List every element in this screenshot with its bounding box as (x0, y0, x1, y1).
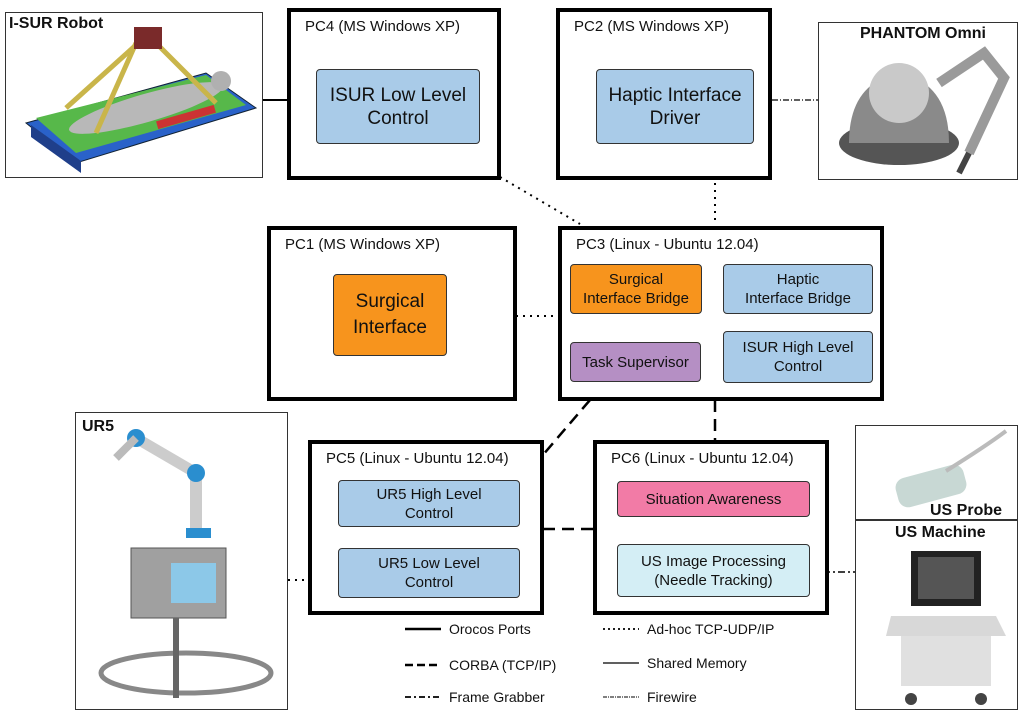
legend-corba: CORBA (TCP/IP) (405, 657, 556, 673)
isur-robot-label: I-SUR Robot (9, 15, 104, 32)
dotted-line-icon (603, 628, 639, 630)
pc5-box: PC5 (Linux - Ubuntu 12.04) UR5 High Leve… (308, 440, 544, 615)
pc2-title: PC2 (MS Windows XP) (574, 18, 730, 35)
phantom-omni-icon (839, 46, 1010, 175)
isur-robot-photo (5, 12, 263, 178)
pc4-title: PC4 (MS Windows XP) (305, 18, 461, 35)
thin-line-icon (603, 662, 639, 664)
task-supervisor: Task Supervisor (570, 342, 701, 382)
surgical-interface: Surgical Interface (333, 274, 447, 356)
pc1-box: PC1 (MS Windows XP) Surgical Interface (267, 226, 517, 401)
ur5-photo (75, 412, 288, 710)
ur5-low-level-control: UR5 Low Level Control (338, 548, 520, 598)
phantom-label: PHANTOM Omni (860, 25, 986, 42)
dash-dot-line-icon (405, 696, 441, 698)
legend-frame-grabber: Frame Grabber (405, 689, 545, 705)
legend-frame-grabber-label: Frame Grabber (449, 689, 545, 705)
pc3-title: PC3 (Linux - Ubuntu 12.04) (576, 236, 759, 253)
pc5-title: PC5 (Linux - Ubuntu 12.04) (326, 450, 509, 467)
legend-adhoc-label: Ad-hoc TCP-UDP/IP (647, 621, 775, 637)
ur5-high-level-control: UR5 High Level Control (338, 480, 520, 527)
legend-corba-label: CORBA (TCP/IP) (449, 657, 557, 673)
phantom-photo (818, 22, 1018, 180)
pc3-box: PC3 (Linux - Ubuntu 12.04) Surgical Inte… (558, 226, 884, 401)
legend-orocos-ports: Orocos Ports (405, 621, 531, 637)
situation-awareness: Situation Awareness (617, 481, 810, 517)
ur5-robot-icon (98, 429, 274, 698)
link-pc4-pc3 (499, 176, 581, 225)
us-image-processing: US Image Processing (Needle Tracking) (617, 544, 810, 597)
us-probe-label: US Probe (930, 502, 1003, 519)
isur-low-level-control: ISUR Low Level Control (316, 69, 480, 144)
firewire-line-icon (603, 696, 639, 698)
legend-adhoc: Ad-hoc TCP-UDP/IP (603, 621, 774, 637)
legend-firewire-label: Firewire (647, 689, 697, 705)
pc6-box: PC6 (Linux - Ubuntu 12.04) Situation Awa… (593, 440, 829, 615)
haptic-interface-bridge: Haptic Interface Bridge (723, 264, 873, 314)
us-machine-label: US Machine (895, 524, 986, 541)
legend-firewire: Firewire (603, 689, 697, 705)
us-machine-icon (886, 551, 1006, 705)
ur5-label: UR5 (82, 418, 115, 435)
solid-line-icon (405, 627, 441, 631)
pc4-box: PC4 (MS Windows XP) ISUR Low Level Contr… (287, 8, 501, 180)
isur-robot-icon (24, 27, 258, 173)
us-machine-photo (855, 520, 1018, 710)
pc1-title: PC1 (MS Windows XP) (285, 236, 441, 253)
legend-shared-memory-label: Shared Memory (647, 655, 747, 671)
surgical-interface-bridge: Surgical Interface Bridge (570, 264, 702, 314)
pc6-title: PC6 (Linux - Ubuntu 12.04) (611, 450, 794, 467)
legend-orocos-label: Orocos Ports (449, 621, 531, 637)
pc2-box: PC2 (MS Windows XP) Haptic Interface Dri… (556, 8, 772, 180)
us-probe-photo (855, 425, 1018, 520)
isur-high-level-control: ISUR High Level Control (723, 331, 873, 383)
haptic-interface-driver: Haptic Interface Driver (596, 69, 754, 144)
legend-shared-memory: Shared Memory (603, 655, 747, 671)
us-probe-icon (895, 429, 1008, 508)
dashed-line-icon (405, 663, 441, 667)
